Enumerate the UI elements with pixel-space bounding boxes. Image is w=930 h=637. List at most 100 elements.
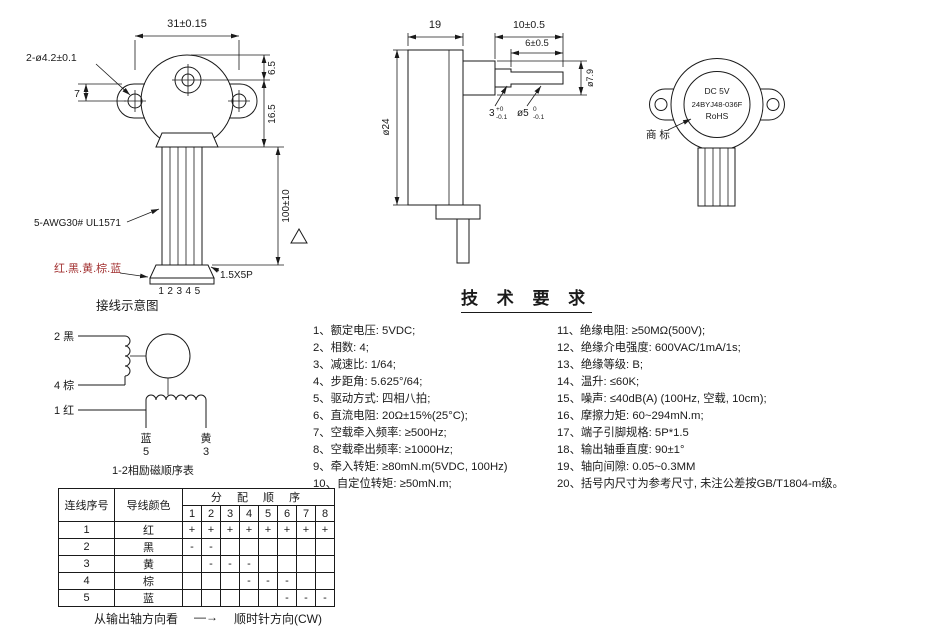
sequence-cell: + <box>296 521 316 539</box>
tech-item: 17、端子引脚规格: 5P*1.5 <box>557 427 689 439</box>
tech-item: 19、轴向间隙: 0.05~0.3MM <box>557 461 696 473</box>
tech-item: 13、绝缘等级: B; <box>557 359 644 371</box>
dim-shaft-dia-label: ø5 <box>517 108 529 119</box>
sequence-cell <box>296 555 316 573</box>
sequence-cell <box>220 572 240 590</box>
sequence-cell: + <box>258 521 278 539</box>
terminal-5-number: 5 <box>143 446 149 458</box>
sequence-cell <box>239 589 259 607</box>
tech-item: 11、绝缘电阻: ≥50MΩ(500V); <box>557 325 706 337</box>
tech-item: 7、空载牵入频率: ≥500Hz; <box>313 427 447 439</box>
nameplate-rohs: RoHS <box>706 111 729 121</box>
lead-spec-callout: 5-AWG30# UL1571 <box>34 208 160 229</box>
dim-body-depth-label: 19 <box>429 19 441 31</box>
dim-right-lower-label: 16.5 <box>267 104 278 124</box>
arrow-icon: —→ <box>194 610 219 624</box>
tech-item: 12、绝缘介电强度: 600VAC/1mA/1s; <box>557 342 741 354</box>
tech-item: 20、括号内尺寸为参考尺寸, 未注公差按GB/T1804-m级。 <box>557 478 844 490</box>
sequence-cell: + <box>315 521 335 539</box>
step-column-header: 7 <box>296 505 316 522</box>
connector-spec-label: 1.5X5P <box>220 270 253 281</box>
sequence-cell: + <box>201 521 221 539</box>
dim-flat-tol-lower: -0.1 <box>496 114 508 121</box>
side-view-drawing: 19 10±0.5 6±0.5 ø24 3 +0 -0.1 ø5 0 <box>381 19 595 264</box>
dim-mount-holes-label: 2-ø4.2±0.1 <box>26 52 77 64</box>
step-column-header: 5 <box>258 505 278 522</box>
dim-lead-length-label: 100±10 <box>281 189 292 223</box>
dim-right-stack: 6.5 16.5 <box>191 54 284 148</box>
dim-shaft-flat: 3 +0 -0.1 ø5 0 -0.1 <box>489 85 545 121</box>
step-column-header: 4 <box>239 505 259 522</box>
dim-boss-dia-label: ø7.9 <box>585 69 595 87</box>
wire-number-cell: 4 <box>58 572 115 590</box>
wiring-caption: 1-2相励磁顺序表 <box>112 463 194 477</box>
tech-item: 8、空载牵出频率: ≥1000Hz; <box>313 444 453 456</box>
sequence-cell <box>296 572 316 590</box>
wire-number-cell: 3 <box>58 555 115 573</box>
sequence-cell: + <box>220 521 240 539</box>
sequence-cell: - <box>239 555 259 573</box>
rotation-direction-text: 顺时针方向(CW) <box>234 612 323 626</box>
nameplate: DC 5V 24BYJ48-036F RoHS <box>683 71 751 138</box>
sequence-cell <box>239 538 259 556</box>
sequence-cell <box>296 538 316 556</box>
col-header-wire-no: 连线序号 <box>58 488 115 522</box>
step-column-header: 2 <box>201 505 221 522</box>
col-header-wire-color: 导线颜色 <box>114 488 183 522</box>
dim-lead-length: 100±10 <box>212 147 292 266</box>
dim-width-label: 31±0.15 <box>167 18 207 30</box>
wire-color-cell: 蓝 <box>114 589 183 607</box>
sequence-cell: + <box>277 521 297 539</box>
dim-shaft-length: 10±0.5 <box>494 19 564 67</box>
sequence-cell <box>182 589 202 607</box>
trademark-label: 商 标 <box>646 128 670 141</box>
dim-mount-holes: 2-ø4.2±0.1 <box>26 52 131 96</box>
connector <box>149 264 215 285</box>
wire-number-cell: 5 <box>58 589 115 607</box>
lead-colors-callout: 红.黑.黄.棕.蓝 <box>54 261 149 279</box>
terminal-1-red-label: 1 红 <box>54 404 74 417</box>
sequence-cell: - <box>315 589 335 607</box>
dim-left-label: 7 <box>74 88 80 100</box>
step-column-header: 1 <box>182 505 202 522</box>
dim-flat-length: 6±0.5 <box>510 38 563 67</box>
technical-requirements-title: 技 术 要 求 <box>461 284 593 313</box>
motor-front-body <box>116 54 258 148</box>
tech-item: 15、噪声: ≤40dB(A) (100Hz, 空载, 10cm); <box>557 393 767 405</box>
nameplate-model: 24BYJ48-036F <box>692 100 743 109</box>
dim-shaft-length-label: 10±0.5 <box>513 19 545 31</box>
col-header-order: 分 配 顺 序 <box>182 488 335 506</box>
rotor-circle <box>145 333 191 379</box>
sequence-cell: - <box>277 572 297 590</box>
tech-list-right: 11、绝缘电阻: ≥50MΩ(500V); 12、绝缘介电强度: 600VAC/1… <box>557 323 929 493</box>
tech-item: 4、步距角: 5.625°/64; <box>313 376 423 388</box>
coil-circuit <box>78 333 207 428</box>
dim-boss-dia: ø7.9 <box>497 60 595 96</box>
sequence-cell <box>220 589 240 607</box>
dim-right-upper-label: 6.5 <box>267 61 278 75</box>
wiring-title: 接线示意图 <box>96 298 159 313</box>
terminal-4-brown-label: 4 棕 <box>54 378 74 392</box>
dim-shaft-tol-lower: -0.1 <box>533 114 545 121</box>
terminal-3-number: 3 <box>203 446 209 458</box>
lead-colors-label: 红.黑.黄.棕.蓝 <box>54 261 121 275</box>
tech-list-left: 1、额定电压: 5VDC;2、相数: 4;3、减速比: 1/64;4、步距角: … <box>313 323 557 493</box>
nameplate-voltage: DC 5V <box>704 86 729 96</box>
dim-body-depth: 19 <box>407 19 464 46</box>
tech-item: 2、相数: 4; <box>313 342 369 354</box>
wiring-schematic: 接线示意图 2 黑 4 棕 1 红 蓝 5 黄 3 1-2相励磁顺序表 <box>54 298 212 477</box>
trademark-callout: 商 标 <box>646 118 692 141</box>
tech-item: 14、温升: ≤60K; <box>557 376 640 388</box>
step-column-header: 6 <box>277 505 297 522</box>
sequence-cell <box>258 538 278 556</box>
technical-requirements: 技 术 要 求 1、额定电压: 5VDC;2、相数: 4;3、减速比: 1/64… <box>313 284 929 493</box>
dim-shaft-tol-upper: 0 <box>533 106 537 113</box>
step-column-header: 3 <box>220 505 240 522</box>
tech-item: 6、直流电阻: 20Ω±15%(25°C); <box>313 410 468 422</box>
pin-numbers-label: 12345 <box>158 286 203 297</box>
